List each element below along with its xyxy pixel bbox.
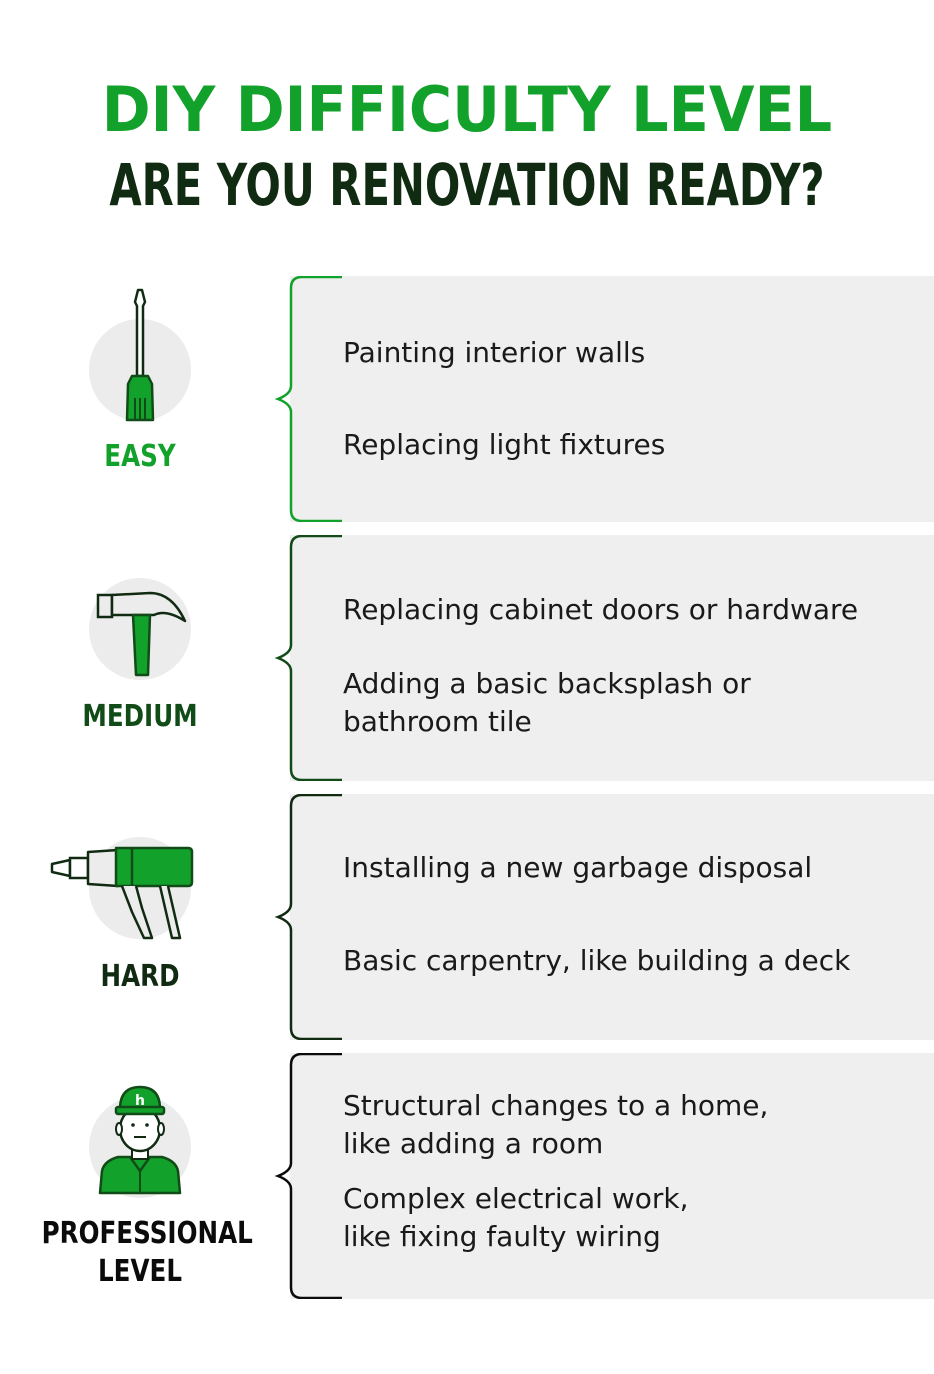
page-subtitle: ARE YOU RENOVATION READY? [109, 151, 825, 219]
level-panel [290, 276, 934, 522]
level-label-easy: EASY [104, 439, 176, 474]
professional-worker-icon: h [40, 1053, 240, 1233]
list-item: Basic carpentry, like building a deck [343, 944, 851, 977]
brace-icon [274, 1053, 342, 1299]
level-row-professional: h PROFESSIONAL LEVEL Structural changes … [0, 1053, 934, 1299]
brace-icon [274, 794, 342, 1040]
list-item: Painting interior walls [343, 336, 646, 369]
brace-icon [274, 276, 342, 522]
level-panel [290, 794, 934, 1040]
level-row-easy: EASY Painting interior walls Replacing l… [0, 276, 934, 522]
level-row-medium: MEDIUM Replacing cabinet doors or hardwa… [0, 535, 934, 781]
hammer-icon [40, 535, 240, 715]
level-label-medium: MEDIUM [82, 699, 198, 734]
drill-icon [40, 794, 240, 974]
level-row-hard: HARD Installing a new garbage disposal B… [0, 794, 934, 1040]
list-item: Structural changes to a home, like addin… [343, 1089, 769, 1160]
logo-letter: h [135, 1093, 145, 1109]
level-label-professional: PROFESSIONAL LEVEL [41, 1216, 253, 1289]
screwdriver-icon [40, 276, 240, 456]
level-panel [290, 1053, 934, 1299]
list-item: Installing a new garbage disposal [343, 851, 813, 884]
page-title: DIY DIFFICULTY LEVEL [101, 73, 833, 146]
brace-icon [274, 535, 342, 781]
list-item: Adding a basic backsplash or bathroom ti… [343, 667, 751, 738]
list-item: Replacing cabinet doors or hardware [343, 593, 859, 626]
list-item: Replacing light fixtures [343, 428, 666, 461]
level-panel [290, 535, 934, 781]
list-item: Complex electrical work, like fixing fau… [343, 1182, 689, 1253]
level-label-hard: HARD [100, 959, 180, 994]
